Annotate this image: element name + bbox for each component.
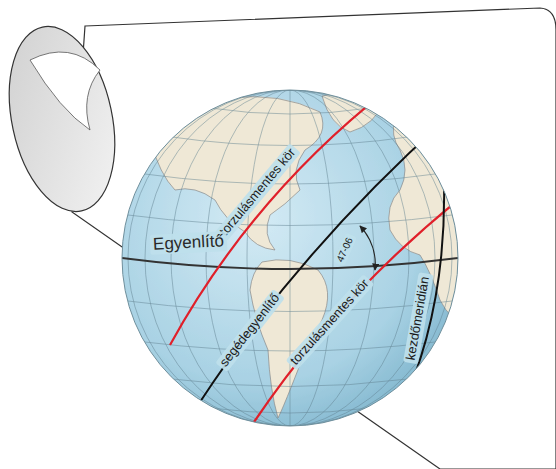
sheet-curl xyxy=(30,52,100,130)
standard-circle-line xyxy=(170,80,400,345)
globe-outline xyxy=(122,90,458,426)
prime-meridian-line xyxy=(398,120,444,415)
auxiliary-equator-line xyxy=(200,120,445,402)
cylinder-sheet xyxy=(72,8,556,469)
equator-line xyxy=(122,258,458,269)
graticule xyxy=(128,90,452,426)
standard-circle-line xyxy=(250,200,458,428)
continents xyxy=(150,92,470,418)
cylinder-opening xyxy=(0,17,130,222)
angle-arc xyxy=(360,226,375,270)
